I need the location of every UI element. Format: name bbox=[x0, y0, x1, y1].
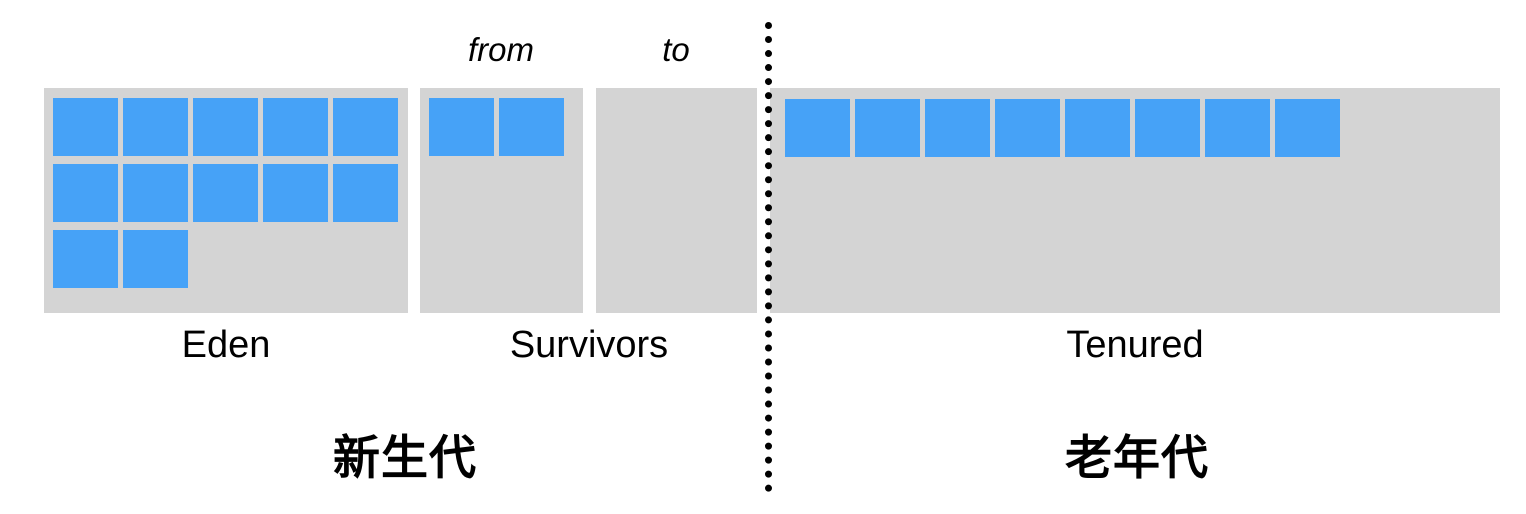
survivor-space-label-to: to bbox=[662, 31, 690, 68]
memory-cell bbox=[53, 164, 118, 222]
memory-cell bbox=[1135, 99, 1200, 157]
region-eden bbox=[44, 88, 408, 313]
memory-cell bbox=[785, 99, 850, 157]
memory-cell bbox=[499, 98, 564, 156]
memory-cell bbox=[123, 230, 188, 288]
region-tenured bbox=[770, 88, 1500, 313]
memory-cell bbox=[123, 98, 188, 156]
memory-cell bbox=[53, 98, 118, 156]
memory-cell bbox=[193, 164, 258, 222]
memory-cell bbox=[333, 98, 398, 156]
region-label-eden: Eden bbox=[181, 324, 271, 366]
generation-label-old: 老年代 bbox=[1065, 431, 1209, 486]
memory-cell bbox=[1205, 99, 1270, 157]
generation-divider bbox=[765, 22, 772, 492]
memory-cell bbox=[1275, 99, 1340, 157]
region-label-survivors: Survivors bbox=[509, 324, 669, 366]
memory-cell bbox=[53, 230, 118, 288]
memory-cell bbox=[193, 98, 258, 156]
region-survivor-to bbox=[596, 88, 757, 313]
memory-cell bbox=[1065, 99, 1130, 157]
memory-cell bbox=[263, 164, 328, 222]
survivor-space-label-from: from bbox=[468, 31, 534, 68]
memory-cell bbox=[429, 98, 494, 156]
memory-cell bbox=[123, 164, 188, 222]
memory-cell bbox=[925, 99, 990, 157]
memory-cell bbox=[855, 99, 920, 157]
region-label-tenured: Tenured bbox=[1066, 324, 1204, 366]
region-survivor-from bbox=[420, 88, 583, 313]
generation-label-young: 新生代 bbox=[333, 431, 477, 486]
memory-cell bbox=[995, 99, 1060, 157]
memory-cell bbox=[333, 164, 398, 222]
memory-cell bbox=[263, 98, 328, 156]
